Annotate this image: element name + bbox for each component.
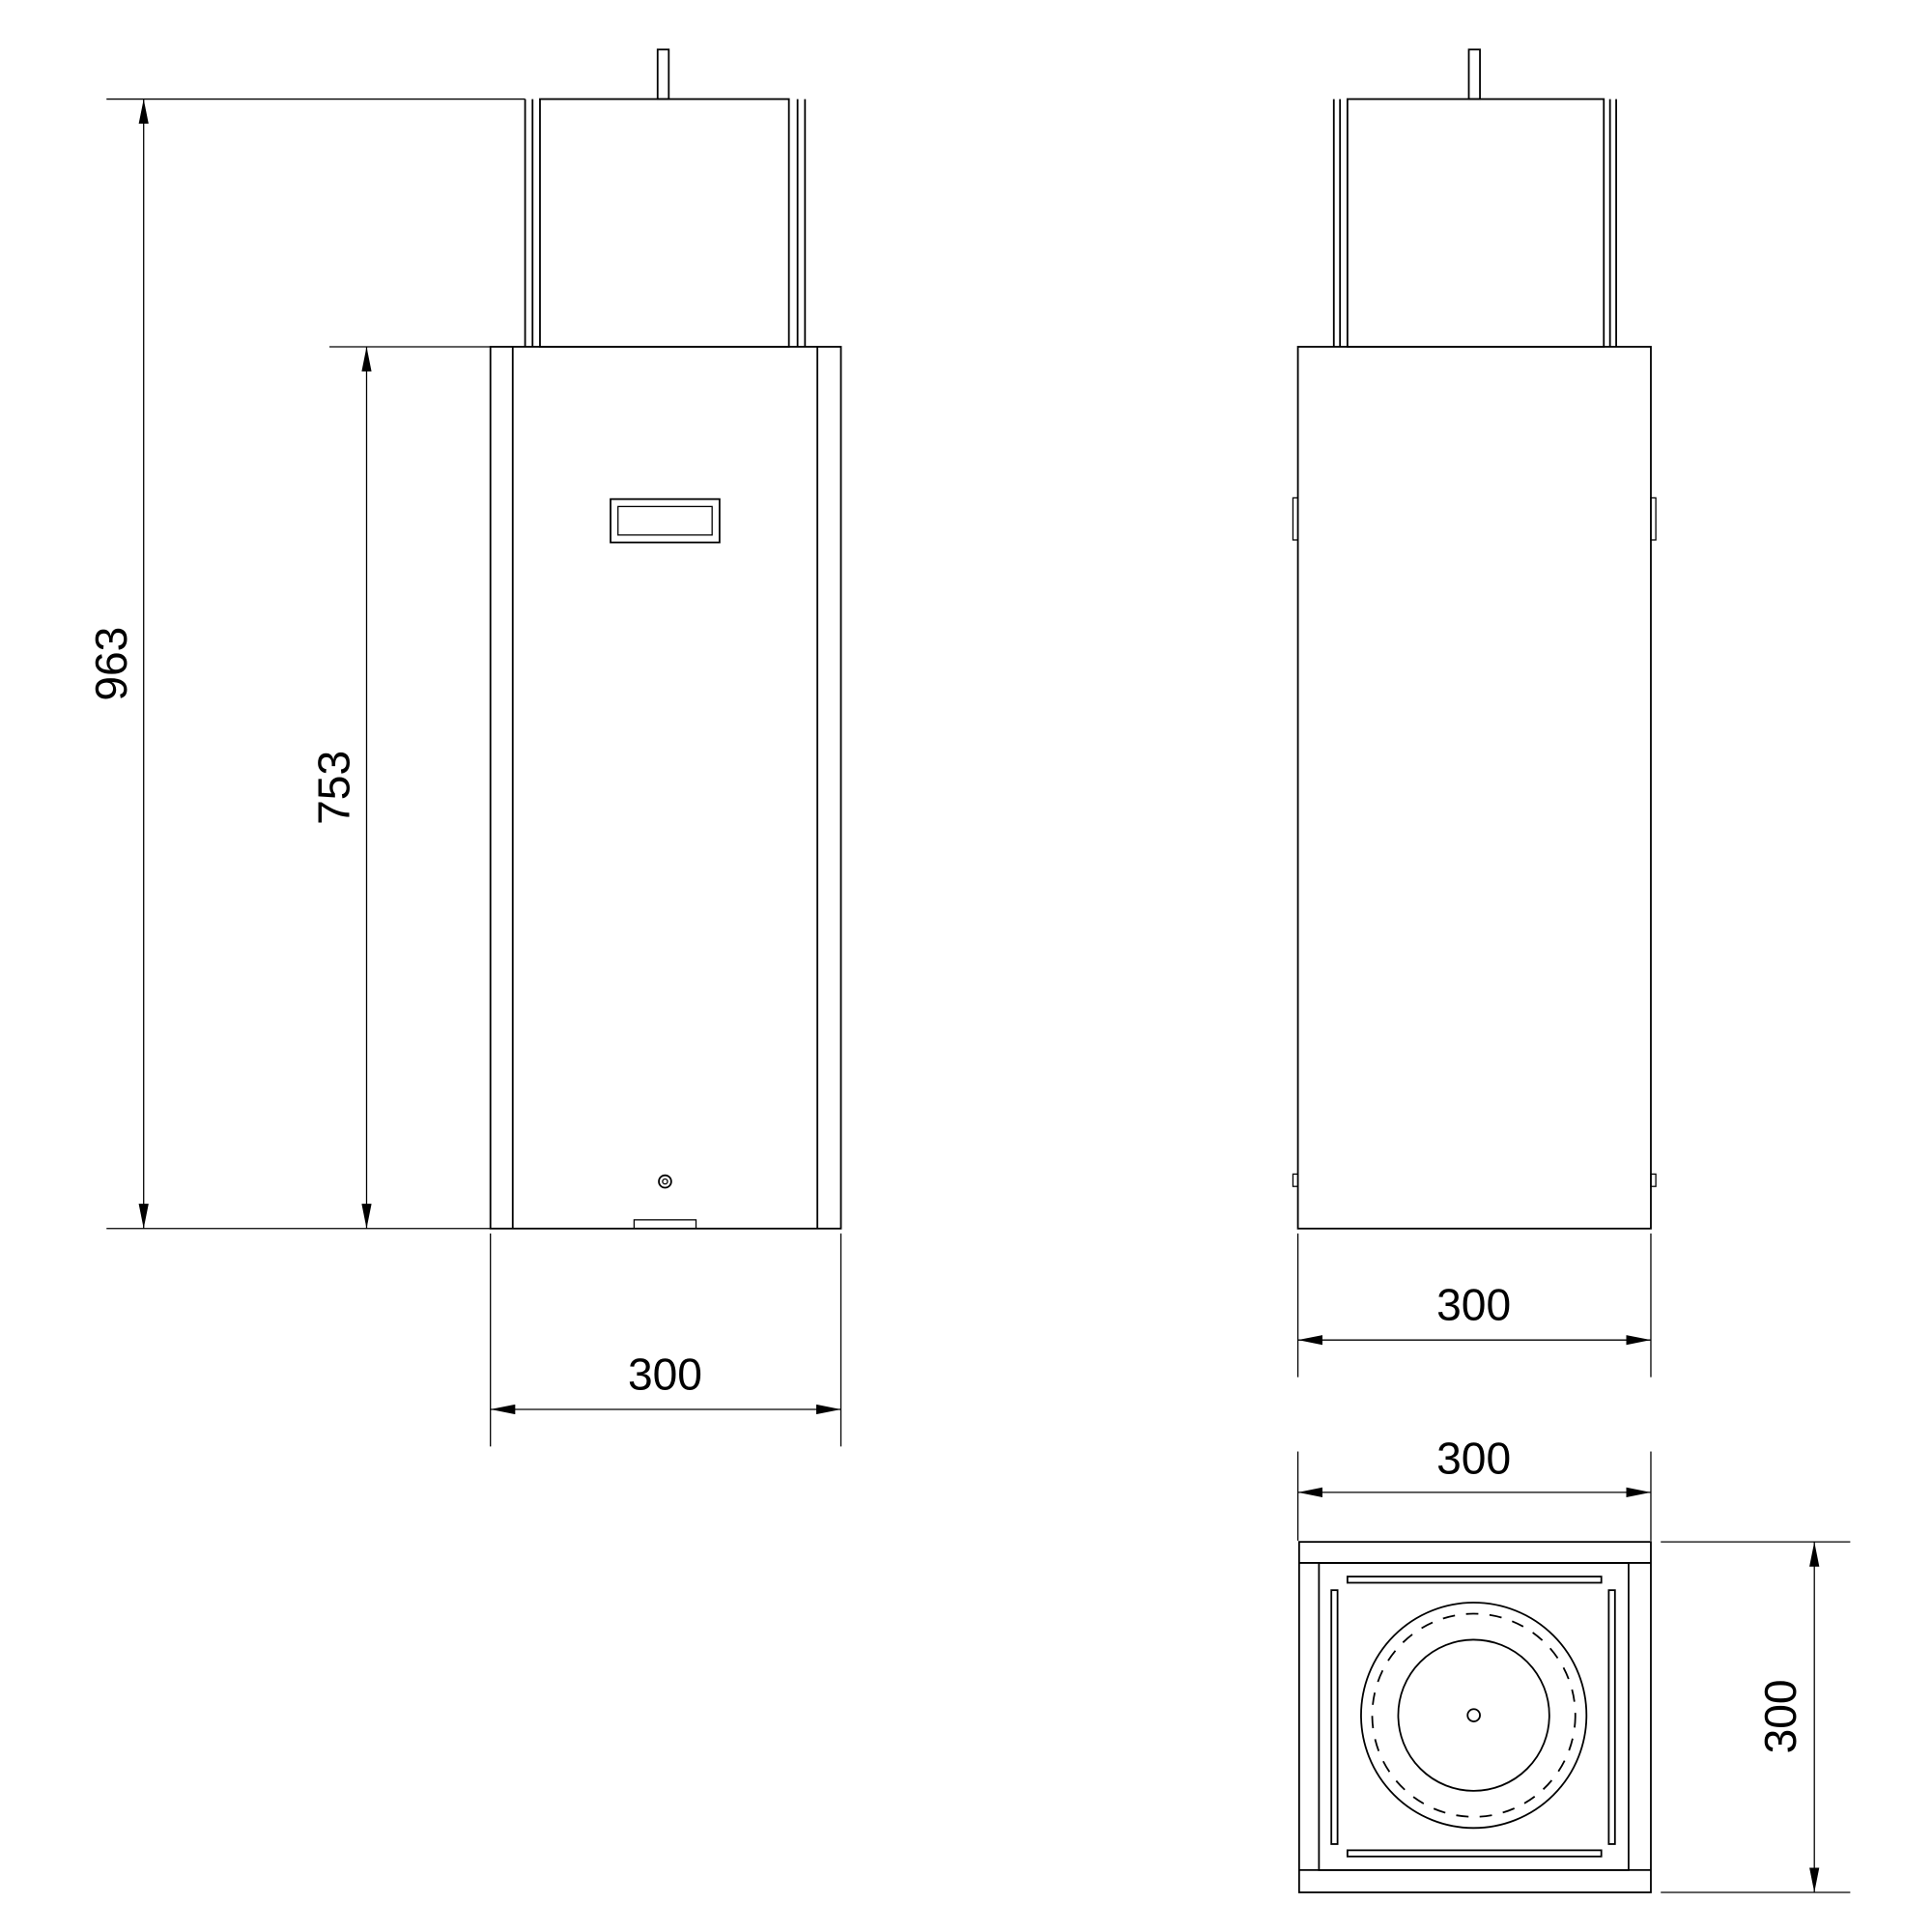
- housing-body: [489, 346, 842, 1230]
- dimension-top-depth: 300: [1661, 1541, 1851, 1893]
- top-view: 300 300: [1296, 1434, 1851, 1893]
- dimension-total-height: 963: [86, 98, 526, 1230]
- dimension-300-top-width: 300: [1436, 1434, 1511, 1484]
- dimension-963: 963: [86, 627, 136, 701]
- dimension-top-width: 300: [1296, 1434, 1652, 1541]
- chimney-cover: [524, 48, 807, 348]
- fan-grille-icon: [1360, 1602, 1588, 1830]
- indicator-light-icon: [658, 1174, 672, 1189]
- dimension-body-height: 753: [309, 346, 491, 1229]
- dimension-753: 753: [309, 751, 359, 825]
- dimension-side-width: 300: [1296, 1233, 1652, 1378]
- dimension-300-front: 300: [628, 1349, 702, 1399]
- dimension-300-top-depth: 300: [1755, 1679, 1805, 1753]
- dimension-front-width: 300: [490, 1233, 842, 1447]
- side-view: 300: [1292, 48, 1657, 1378]
- front-view: 963 753 300: [86, 48, 842, 1447]
- control-panel: [610, 497, 721, 544]
- dimension-300-side: 300: [1436, 1280, 1511, 1330]
